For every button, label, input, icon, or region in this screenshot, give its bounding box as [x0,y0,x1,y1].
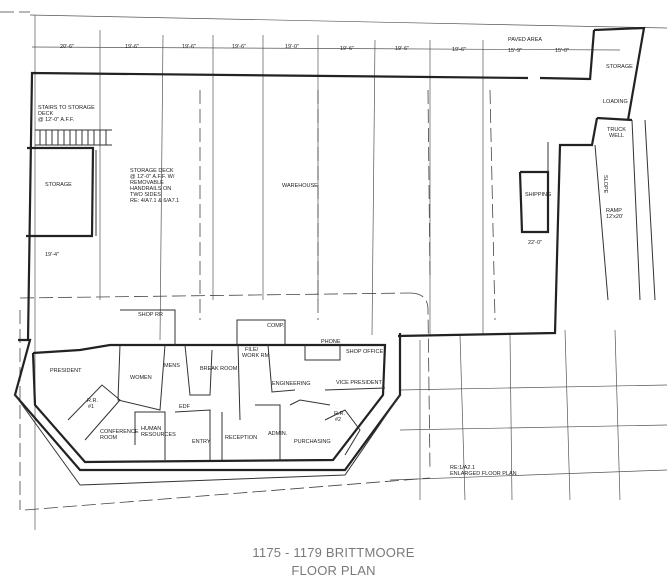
label-reference-2: ENLARGED FLOOR PLAN [450,471,517,477]
label-conference-room: ROOM [100,435,118,441]
dimension-label: 19'-6" [232,44,246,50]
label-rr2-number: #2 [335,417,341,423]
label-shop-rr: SHOP RR [138,312,163,318]
label-deck-6: RE: 4/A7.1 & 6/A7.1 [130,198,179,204]
dashed-lines [0,11,496,511]
label-reception: RECEPTION [225,435,257,441]
dimension-label: 19'-6" [452,47,466,53]
grid-lines [29,14,667,530]
label-purchasing: PURCHASING [294,439,331,445]
plan-subtitle: FLOOR PLAN [291,563,376,578]
stairs [35,130,112,146]
label-deck-4: HANDRAILS ON [130,186,171,192]
label-human: HUMAN [141,426,161,432]
label-vice-president: VICE PRESIDENT [336,380,382,386]
dimension-label: 15'-0" [555,48,569,54]
label-resources: RESOURCES [141,432,176,438]
plan-title: 1175 - 1179 BRITTMOORE [252,545,415,560]
dimension-label: 19'-0" [285,44,299,50]
label-president: PRESIDENT [50,368,82,374]
label-comp: COMP. [267,323,285,329]
dimension-labels: 20'-6" 19'-6" 19'-6" 19'-6" 19'-0" 19'-6… [45,44,569,258]
label-conference: CONFERENCE [100,429,139,435]
dimension-label: 19'-6" [125,44,139,50]
dimension-label: 22'-0" [528,240,542,246]
label-phone: PHONE [321,339,341,345]
dimension-label: 19'-6" [395,46,409,52]
label-rr2: R.R. [334,411,345,417]
label-loading: LOADING [603,99,628,105]
label-edf: EDF [179,404,191,410]
label-storage-right: STORAGE [606,64,633,70]
label-engineering: ENGINEERING [272,381,311,387]
label-slope: SLOPE [602,175,608,194]
label-stairs: STAIRS TO STORAGE [38,105,95,111]
label-deck-2: @ 12'-0" A.F.F. W/ [130,174,175,180]
label-women: WOMEN [130,375,152,381]
label-entry: ENTRY [192,439,211,445]
label-warehouse: WAREHOUSE [282,183,318,189]
office-walls [13,309,402,486]
label-deck-1: STORAGE DECK [130,168,174,174]
label-deck-3: REMOVABLE [130,180,164,186]
dimension-label: 20'-6" [60,44,74,50]
label-well: WELL [609,133,624,139]
dimension-label: 19'-6" [182,44,196,50]
label-shipping: SHIPPING [525,192,551,198]
label-truck: TRUCK [607,127,626,133]
label-admin: ADMIN. [268,431,288,437]
floor-plan-drawing: STAIRS TO STORAGE DECK @ 12'-0" A.F.F. S… [0,11,667,530]
label-file: FILE/ [245,347,259,353]
label-deck-5: TWO SIDES [130,192,161,198]
label-mens: MENS [164,363,180,369]
label-ramp-size: 12'x20' [606,214,623,220]
label-rr1: R.R. [87,398,98,404]
label-storage-left: STORAGE [45,182,72,188]
label-ramp: RAMP [606,208,622,214]
label-stairs-2: DECK [38,111,54,117]
label-work-rm: WORK RM [242,353,270,359]
dimension-label: 19'-4" [45,252,59,258]
label-reference: RE:1/A2.1 [450,465,475,471]
label-paved-area: PAVED AREA [508,37,542,43]
building-walls [26,26,656,341]
label-shop-office: SHOP OFFICE [346,349,384,355]
label-break-room: BREAK ROOM [200,366,238,372]
room-labels: STAIRS TO STORAGE DECK @ 12'-0" A.F.F. S… [38,37,633,477]
dimension-label: 19'-6" [340,46,354,52]
label-rr1-number: #1 [88,404,94,410]
label-stairs-3: @ 12'-0" A.F.F. [38,117,75,123]
dimension-label: 15'-9" [508,48,522,54]
